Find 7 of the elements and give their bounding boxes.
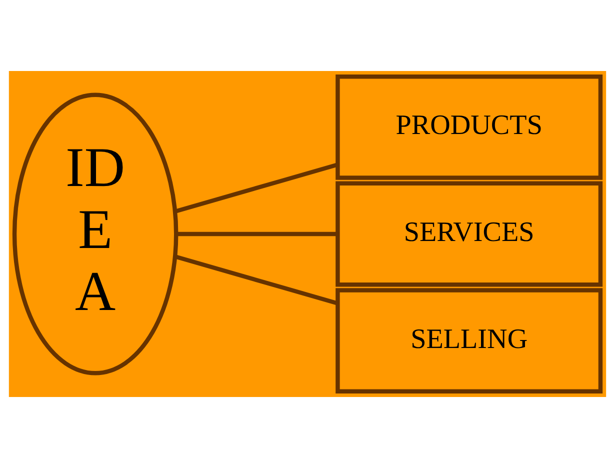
node-box: SERVICES	[336, 181, 603, 287]
node-box: SELLING	[336, 288, 603, 394]
node-box: PRODUCTS	[336, 74, 603, 180]
connector	[176, 232, 338, 236]
connector	[174, 254, 338, 306]
connector	[174, 162, 338, 214]
node-ellipse: ID E A	[12, 92, 178, 376]
